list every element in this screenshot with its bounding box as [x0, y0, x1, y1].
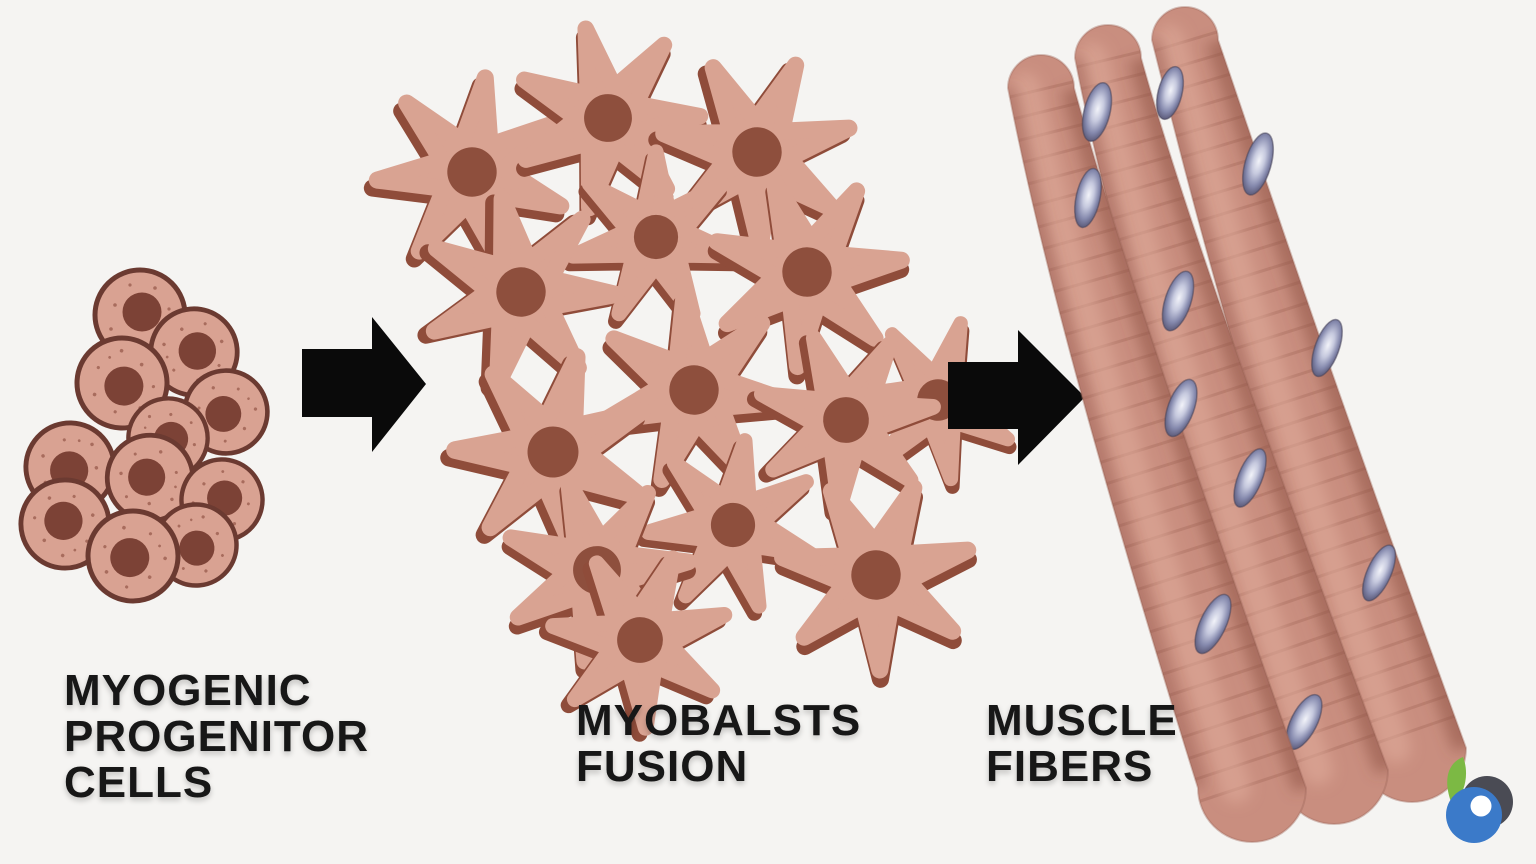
byjus-logo-icon: [1446, 757, 1513, 843]
fiber-nucleus: [1311, 318, 1343, 378]
fiber-nucleus: [1233, 448, 1267, 508]
muscle-fibers-illustration: [1007, 6, 1467, 843]
arrow-right-icon: [948, 330, 1085, 465]
label-line: CELLS: [64, 758, 214, 807]
label-muscle-fibers: MUSCLE FIBERS: [986, 698, 1178, 790]
myogenic-progenitor-cells-illustration: [5, 270, 279, 617]
muscle-fiber: [1007, 54, 1307, 843]
label-line: FUSION: [576, 742, 749, 791]
fiber-nucleus: [1241, 132, 1275, 196]
label-myoblasts-fusion: MYOBALSTS FUSION: [576, 698, 861, 790]
fiber-nucleus: [1361, 544, 1397, 602]
fiber-nucleus: [1081, 81, 1113, 143]
fiber-nucleus: [1073, 167, 1103, 229]
label-line: MUSCLE: [986, 696, 1178, 745]
fiber-nucleus: [1161, 270, 1195, 332]
label-line: PROGENITOR: [64, 712, 370, 761]
fiber-nucleus: [1164, 378, 1198, 438]
label-line: MYOBALSTS: [576, 696, 862, 745]
myoblasts-fusion-illustration: [363, 7, 1047, 753]
label-line: FIBERS: [986, 742, 1154, 791]
fiber-nucleus: [1155, 65, 1185, 121]
label-myogenic-progenitor-cells: MYOGENIC PROGENITOR CELLS: [64, 668, 369, 806]
fiber-nucleus: [1194, 593, 1232, 655]
label-line: MYOGENIC: [64, 666, 312, 715]
arrow-right-icon: [302, 317, 426, 452]
